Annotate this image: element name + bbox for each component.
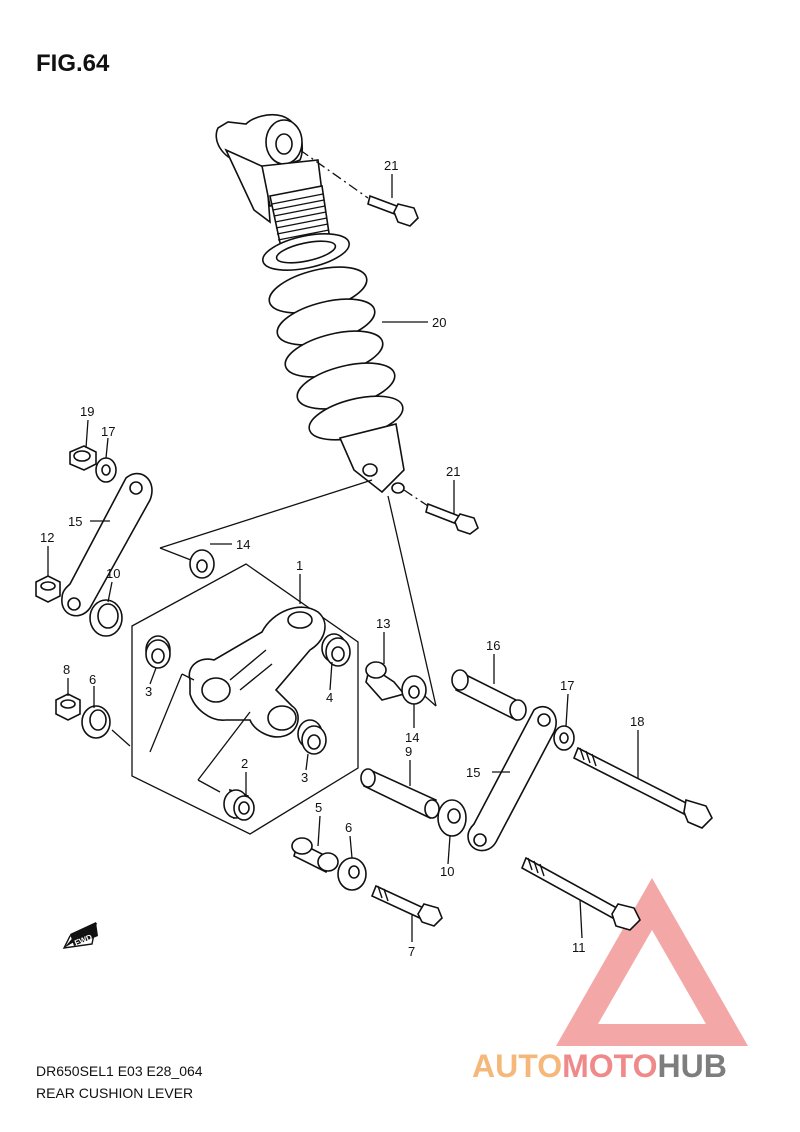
spacer-5 (291, 837, 339, 874)
callout-15-left: 15 (68, 514, 82, 529)
callout-15-right: 15 (466, 765, 480, 780)
callout-21-lower: 21 (446, 464, 460, 479)
spacer-16 (451, 669, 527, 722)
spacer-13 (365, 661, 406, 701)
callout-4: 4 (326, 690, 333, 705)
spacer-9 (360, 768, 440, 820)
callout-6-right: 6 (345, 820, 352, 835)
spacer-2 (223, 788, 255, 821)
leader-lines (47, 174, 639, 942)
callout-9: 9 (405, 744, 412, 759)
watermark-part-moto: MOTO (562, 1048, 658, 1084)
callout-21-upper: 21 (384, 158, 398, 173)
bolt-18 (572, 746, 713, 829)
callout-13: 13 (376, 616, 390, 631)
bearing-4 (321, 633, 351, 667)
callout-8: 8 (63, 662, 70, 677)
figure-title: FIG.64 (36, 50, 110, 77)
washer-17-right (553, 725, 575, 751)
bushing-10-left (89, 599, 123, 637)
bearing-3-lower (297, 719, 327, 755)
bolt-21-upper (299, 149, 419, 227)
callout-11: 11 (572, 940, 586, 955)
callout-10-left: 10 (106, 566, 120, 581)
watermark-part-hub: HUB (657, 1048, 727, 1084)
callout-3-lower: 3 (301, 770, 308, 785)
callout-labels: 21 20 19 17 15 12 10 21 14 1 13 16 8 6 3… (40, 158, 644, 959)
dust-seal-6-left (81, 705, 111, 739)
callout-14-upper: 14 (236, 537, 250, 552)
bearing-3-upper (145, 635, 171, 669)
callout-7: 7 (408, 944, 415, 959)
callout-2: 2 (241, 756, 248, 771)
callout-19: 19 (80, 404, 94, 419)
washer-14-upper (189, 549, 215, 579)
link-15-right (467, 705, 557, 852)
bushing-10-right (437, 799, 467, 837)
watermark-logo: AUTOMOTOHUB (472, 1048, 727, 1085)
shock-absorber (215, 113, 405, 494)
diagram-name: REAR CUSHION LEVER (36, 1085, 194, 1101)
callout-6-left: 6 (89, 672, 96, 687)
diagram-code: DR650SEL1 E03 E28_064 (36, 1063, 203, 1079)
callout-16: 16 (486, 638, 500, 653)
callout-14-lower: 14 (405, 730, 419, 745)
bolt-21-lower (403, 489, 479, 535)
fwd-arrow-icon: FWD (62, 922, 98, 949)
nut-8 (55, 693, 81, 721)
watermark-triangle (556, 878, 748, 1046)
nut-19 (69, 445, 97, 471)
spring-coils (268, 266, 404, 441)
bolt-11 (520, 856, 641, 931)
washer-17-left (95, 457, 117, 483)
cushion-lever-box (131, 563, 359, 835)
callout-10-right: 10 (440, 864, 454, 879)
callout-18: 18 (630, 714, 644, 729)
callout-17-right: 17 (560, 678, 574, 693)
link-15-left (61, 472, 153, 617)
callout-12: 12 (40, 530, 54, 545)
dust-seal-6-right (337, 857, 367, 891)
washer-14-lower (401, 675, 427, 705)
callout-1: 1 (296, 558, 303, 573)
callout-17-left: 17 (101, 424, 115, 439)
bolt-7 (370, 884, 443, 927)
nut-12 (35, 575, 61, 603)
callout-20: 20 (432, 315, 446, 330)
watermark-part-auto: AUTO (472, 1048, 563, 1084)
callout-3-upper: 3 (145, 684, 152, 699)
callout-5: 5 (315, 800, 322, 815)
